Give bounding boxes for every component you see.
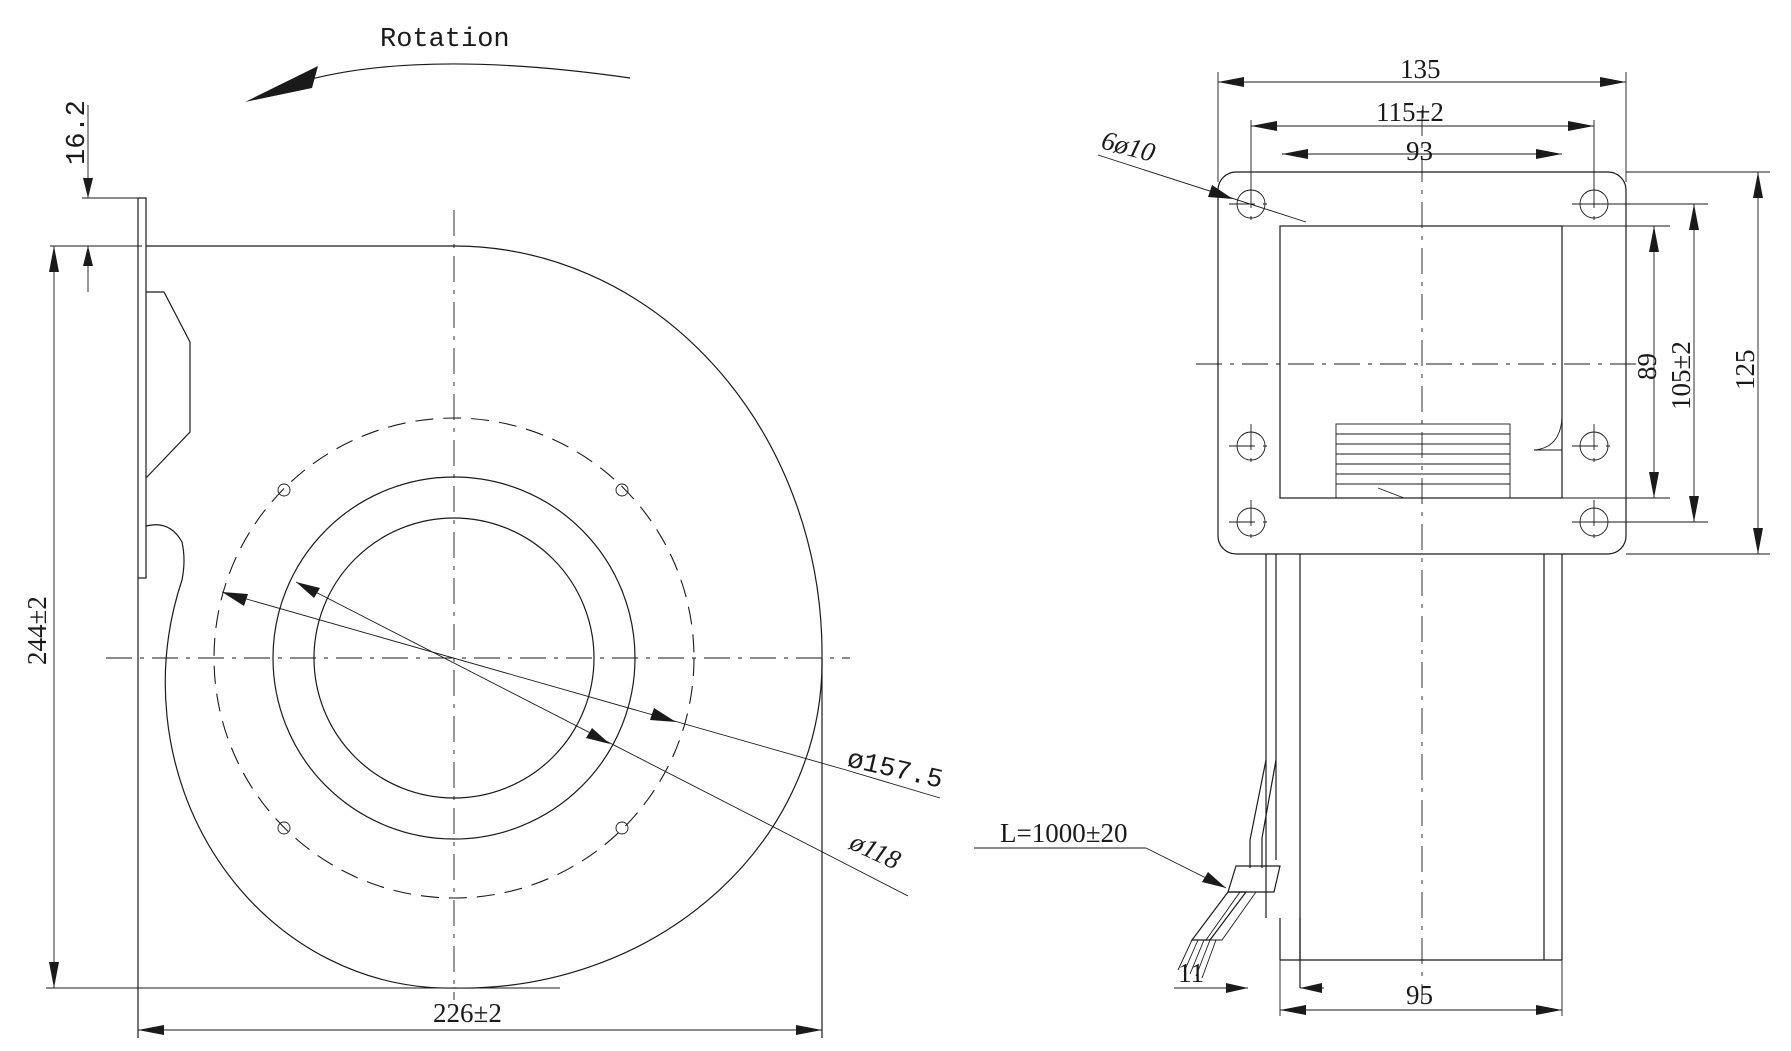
dim-244: 244±2 <box>22 596 52 665</box>
inlet-ring-outer <box>272 476 636 840</box>
mount-hole <box>615 821 629 835</box>
inlet-ring-inner <box>313 517 595 799</box>
mount-hole <box>277 483 291 497</box>
scroll-housing <box>145 245 823 989</box>
outlet-flange <box>137 197 147 579</box>
rotation-label: Rotation <box>380 25 510 55</box>
cable-length: L=1000±20 <box>1000 818 1128 848</box>
mount-hole <box>615 483 629 497</box>
holes-label: 6ø10 <box>1098 125 1158 168</box>
dim-135: 135 <box>1400 54 1441 84</box>
dim-93: 93 <box>1406 136 1433 166</box>
dim-16-2: 16.2 <box>63 100 93 165</box>
dim-226: 226±2 <box>433 998 502 1028</box>
cable-gland <box>1177 759 1281 979</box>
dim-89: 89 <box>1632 353 1662 380</box>
impeller-blades <box>1335 423 1511 499</box>
bolt-circle <box>213 417 695 899</box>
rotation-arrow <box>299 63 631 83</box>
rotation-arrow-head <box>245 66 318 102</box>
front-view: Rotation 16.2 244±2 <box>22 25 945 1038</box>
dim-115: 115±2 <box>1376 97 1444 127</box>
dim-125: 125 <box>1730 350 1760 391</box>
side-view: 135 115±2 93 6ø10 <box>974 54 1770 1016</box>
dim-95: 95 <box>1406 980 1433 1010</box>
dim-157-5: ø157.5 <box>844 746 945 797</box>
flange-holes <box>1229 182 1616 544</box>
mount-hole <box>277 821 291 835</box>
blower-outlet <box>1279 225 1563 499</box>
dim-11: 11 <box>1178 958 1204 988</box>
housing-body <box>1265 554 1563 988</box>
dim-105: 105±2 <box>1666 341 1696 410</box>
